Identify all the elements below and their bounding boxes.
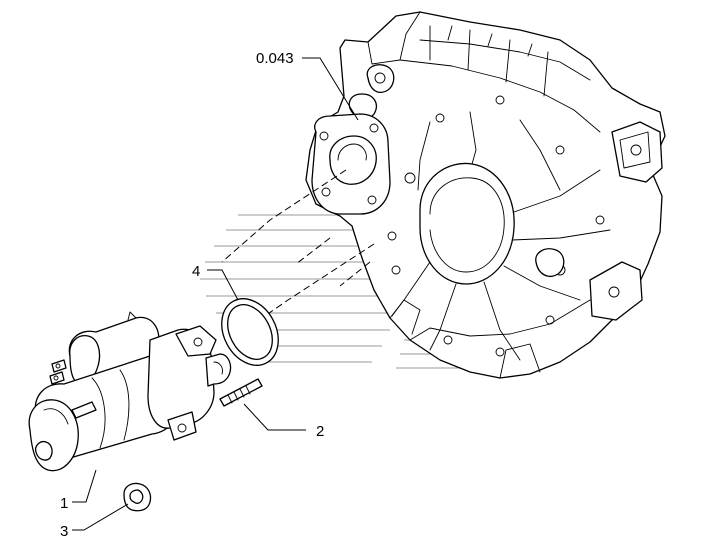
- o-ring-seal: [221, 298, 279, 366]
- flywheel-housing: [305, 11, 666, 379]
- hex-nut: [123, 482, 152, 512]
- callout-2: 2: [316, 423, 324, 440]
- callout-3: 3: [60, 523, 68, 540]
- starter-motor: [28, 311, 232, 472]
- leader-lines: [72, 57, 359, 531]
- callout-4: 4: [192, 263, 200, 280]
- callout-ref: 0.043: [256, 50, 294, 67]
- callout-labels: 0.043 4 2 1 3: [60, 50, 324, 540]
- assembly-guide-lines: [221, 169, 375, 319]
- callout-1: 1: [60, 495, 68, 512]
- threaded-stud: [219, 378, 263, 407]
